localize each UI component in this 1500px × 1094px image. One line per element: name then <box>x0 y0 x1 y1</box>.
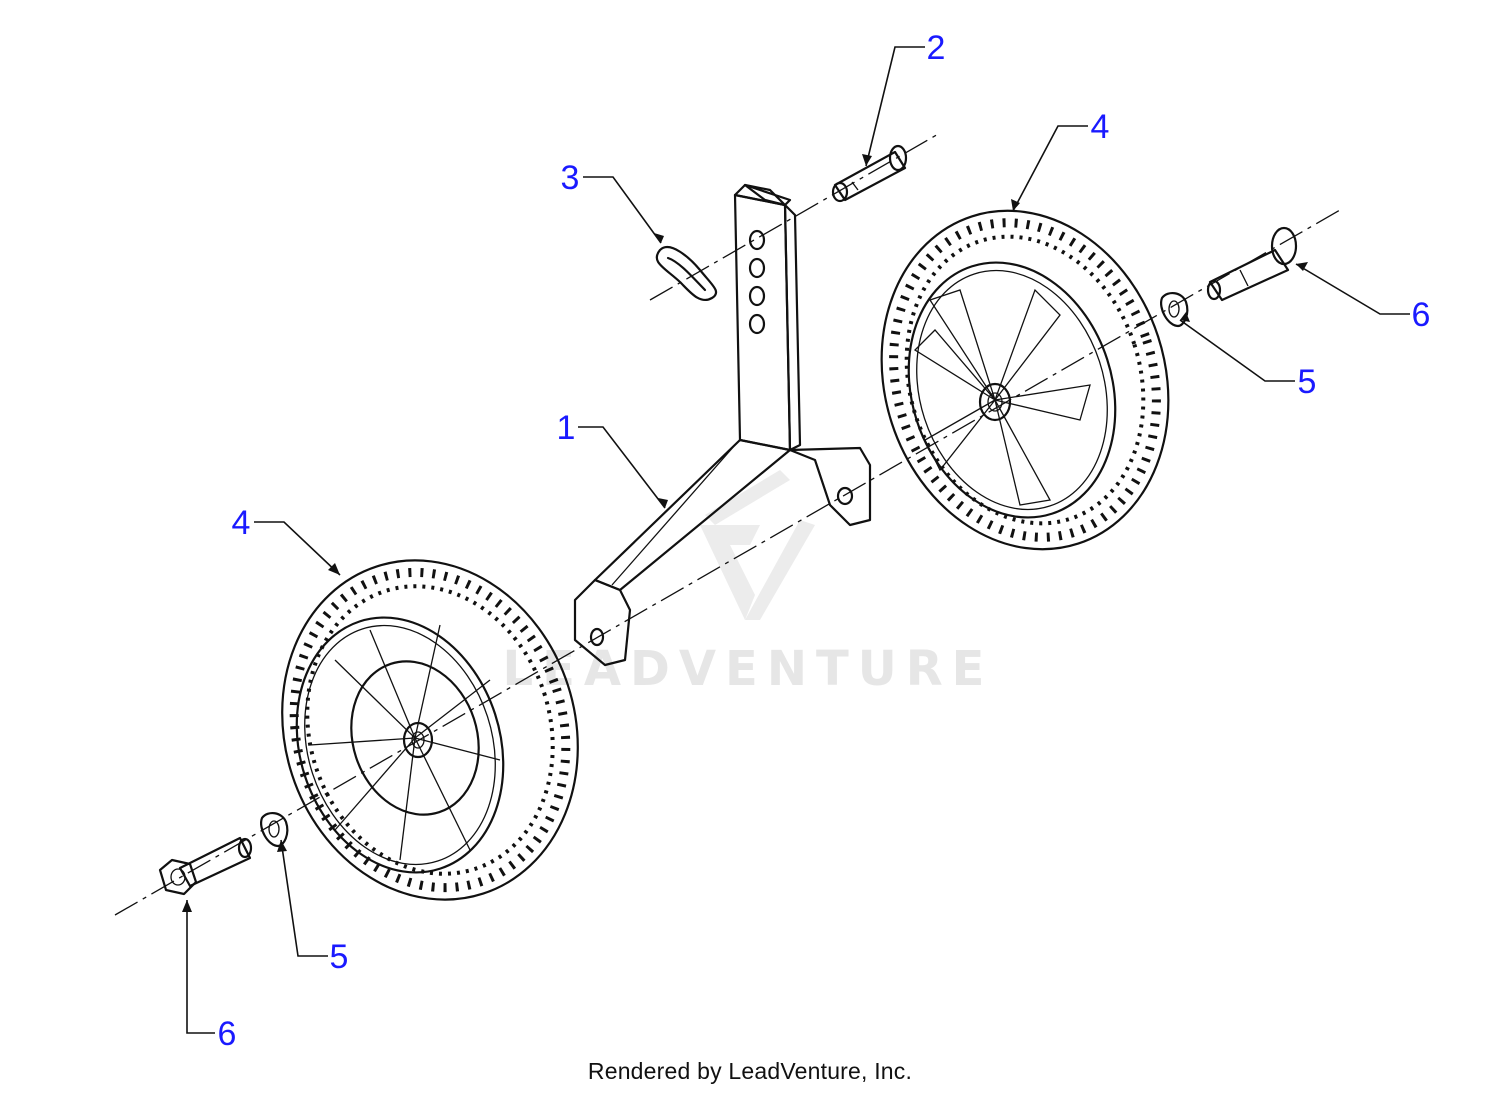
bracket-crease <box>611 444 736 586</box>
leader-2 <box>865 46 925 167</box>
wheel-left-part-4 <box>281 559 579 901</box>
watermark-logo <box>700 470 815 620</box>
leader-arrows <box>182 154 1308 912</box>
watermark-text: LEADVENTURE <box>503 641 994 697</box>
bolt-left-part-6 <box>158 836 253 896</box>
hairpin-clip-part-3 <box>655 246 718 301</box>
leader-4-left <box>254 521 341 576</box>
washer-left-part-5 <box>260 812 289 848</box>
leader-6-right <box>1295 263 1410 315</box>
callout-1: 1 <box>557 409 576 447</box>
bolt-right-step <box>1239 269 1249 287</box>
leader-lines <box>182 46 1410 1034</box>
clevis-pin-part-2 <box>831 144 908 203</box>
leader-5-left <box>280 839 328 957</box>
leader-6-left <box>186 900 215 1034</box>
callout-5-right: 5 <box>1298 363 1317 401</box>
callout-5-left: 5 <box>330 938 349 976</box>
render-credit: Rendered by LeadVenture, Inc. <box>587 1058 913 1084</box>
bolt-right-part-6 <box>1206 226 1298 302</box>
washer-right-part-5 <box>1160 292 1189 328</box>
axis-wheel <box>114 209 1341 916</box>
leader-3 <box>583 176 662 244</box>
callout-2: 2 <box>927 29 946 67</box>
bracket-part-1 <box>573 183 872 667</box>
leader-5-right <box>1179 319 1295 382</box>
callout-labels: 1 2 3 4 4 5 5 6 6 <box>218 29 1431 1053</box>
leader-1 <box>578 426 666 509</box>
wheel-right-spokes <box>913 288 1091 506</box>
callout-4-left: 4 <box>232 504 251 542</box>
callout-6-right: 6 <box>1412 296 1431 334</box>
callout-4-right: 4 <box>1091 108 1110 146</box>
watermark: LEADVENTURE <box>503 470 994 697</box>
callout-6-left: 6 <box>218 1015 237 1053</box>
axis-upper-pin <box>649 132 941 301</box>
pin-hole <box>851 181 859 191</box>
axis-lines <box>114 132 1341 916</box>
leader-4-right <box>1012 125 1088 212</box>
wheel-right-part-4 <box>880 209 1170 551</box>
callout-3: 3 <box>561 159 580 197</box>
